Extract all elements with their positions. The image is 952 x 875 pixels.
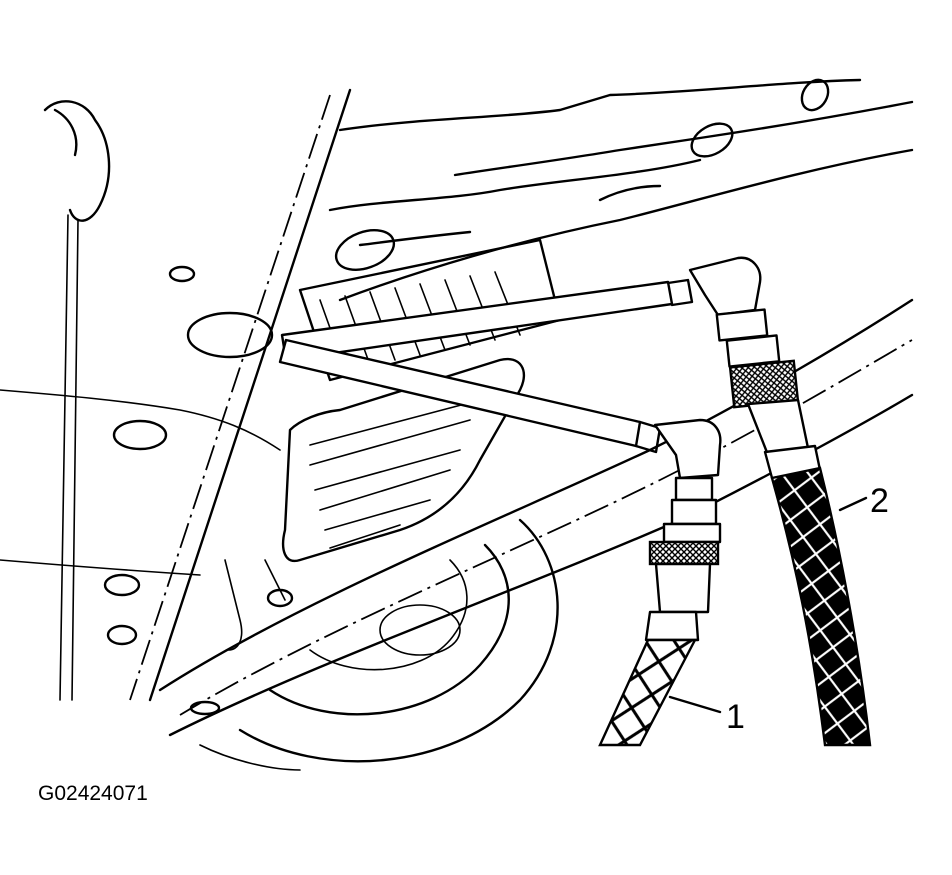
hose-1 <box>598 418 722 747</box>
callout-1-leader <box>668 695 722 714</box>
callout-2-leader <box>838 496 868 512</box>
callout-2-label: 2 <box>870 482 889 520</box>
vehicle-body-background <box>0 78 914 771</box>
hose-2 <box>688 256 872 747</box>
callout-1-label: 1 <box>726 698 745 736</box>
figure-id: G02424071 <box>38 782 148 805</box>
test-tube-assembly <box>278 278 694 454</box>
